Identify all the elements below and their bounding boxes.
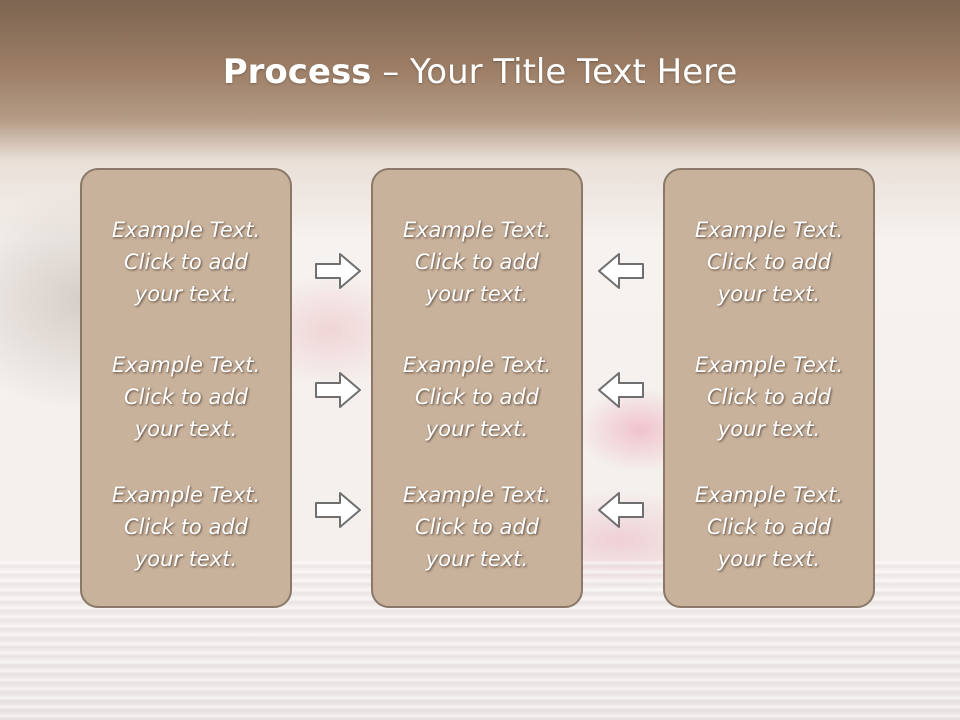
text-block[interactable]: Example Text. Click to add your text. xyxy=(402,218,552,306)
slide-title[interactable]: Process – Your Title Text Here xyxy=(0,52,960,92)
text-block[interactable]: Example Text. Click to add your text. xyxy=(402,483,552,571)
text-block[interactable]: Example Text. Click to add your text. xyxy=(694,218,844,306)
left-arrow-icon xyxy=(598,253,644,289)
text-block[interactable]: Example Text. Click to add your text. xyxy=(111,218,261,306)
title-keyword: Process xyxy=(222,52,372,92)
right-arrow-icon xyxy=(315,492,361,528)
text-block[interactable]: Example Text. Click to add your text. xyxy=(694,353,844,441)
left-arrow-icon xyxy=(598,492,644,528)
process-panel-right[interactable]: Example Text. Click to add your text. Ex… xyxy=(663,168,875,608)
text-block[interactable]: Example Text. Click to add your text. xyxy=(111,483,261,571)
process-panel-left[interactable]: Example Text. Click to add your text. Ex… xyxy=(80,168,292,608)
text-block[interactable]: Example Text. Click to add your text. xyxy=(694,483,844,571)
left-arrow-icon xyxy=(598,372,644,408)
title-text: – Your Title Text Here xyxy=(371,52,738,92)
right-arrow-icon xyxy=(315,253,361,289)
text-block[interactable]: Example Text. Click to add your text. xyxy=(402,353,552,441)
text-block[interactable]: Example Text. Click to add your text. xyxy=(111,353,261,441)
right-arrow-icon xyxy=(315,372,361,408)
process-panel-center[interactable]: Example Text. Click to add your text. Ex… xyxy=(371,168,583,608)
